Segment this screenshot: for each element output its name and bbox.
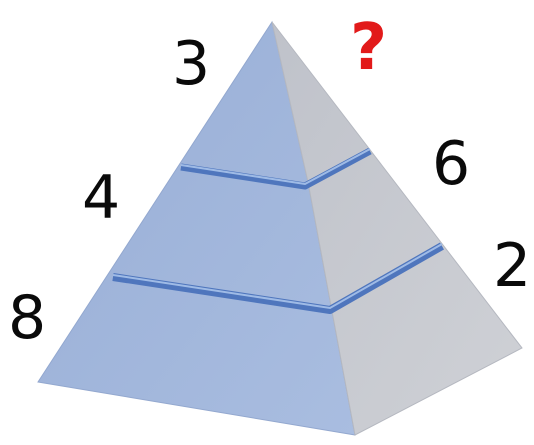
right-number-middle: 6 [432, 134, 470, 194]
right-number-bottom: 2 [493, 236, 531, 296]
left-number-top: 3 [172, 34, 210, 94]
left-number-middle: 4 [82, 168, 120, 228]
right-question-mark: ? [350, 16, 387, 80]
left-number-bottom: 8 [8, 288, 46, 348]
